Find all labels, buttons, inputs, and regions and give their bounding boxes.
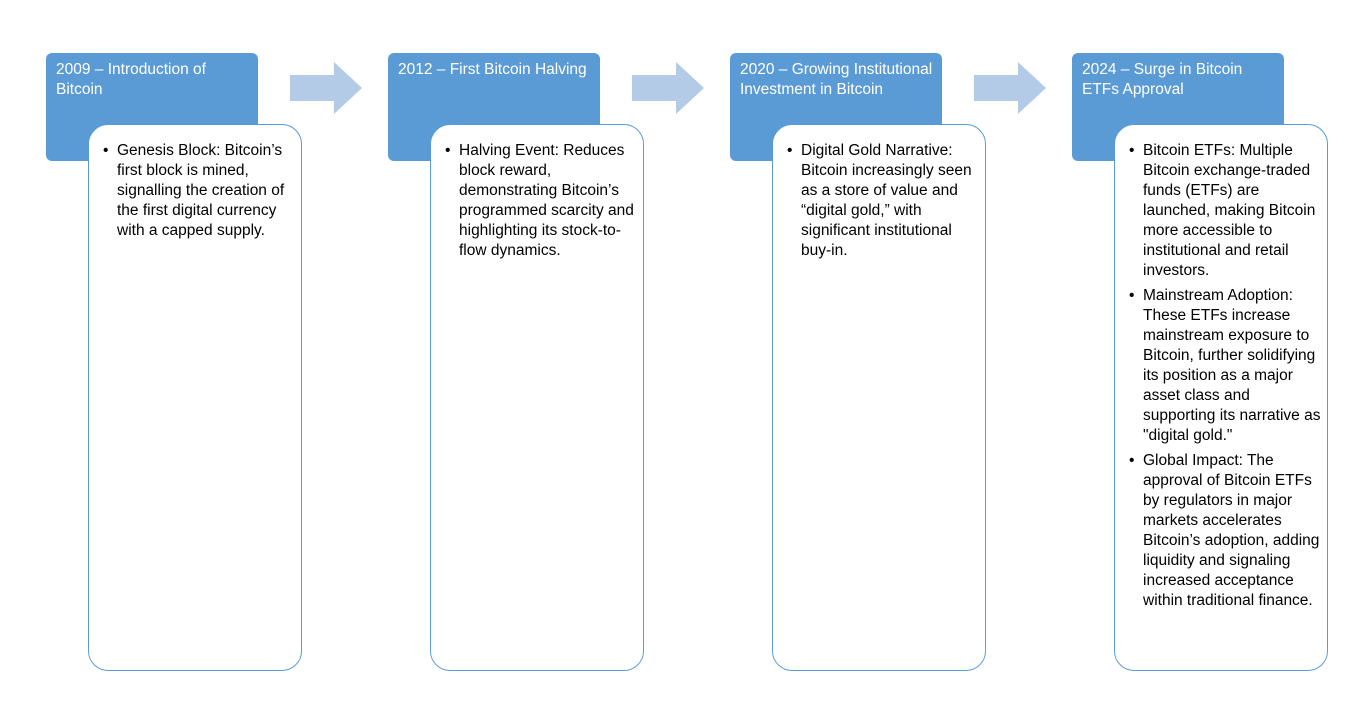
bullet-item: Bitcoin ETFs: Multiple Bitcoin exchange-… — [1129, 141, 1321, 281]
bullet-list: Bitcoin ETFs: Multiple Bitcoin exchange-… — [1129, 141, 1321, 611]
timeline-stage-2020: 2020 – Growing Institutional Investment … — [730, 53, 986, 671]
timeline-stage-2009: 2009 – Introduction of Bitcoin Genesis B… — [46, 53, 302, 671]
stage-detail-card: Bitcoin ETFs: Multiple Bitcoin exchange-… — [1114, 124, 1328, 671]
bullet-item: Genesis Block: Bitcoin’s first block is … — [103, 141, 295, 241]
bullet-list: Halving Event: Reduces block reward, dem… — [445, 141, 637, 261]
bullet-item: Halving Event: Reduces block reward, dem… — [445, 141, 637, 261]
right-arrow-icon — [632, 62, 704, 114]
stage-detail-card: Genesis Block: Bitcoin’s first block is … — [88, 124, 302, 671]
stage-detail-card: Digital Gold Narrative: Bitcoin increasi… — [772, 124, 986, 671]
bullet-item: Mainstream Adoption: These ETFs increase… — [1129, 286, 1321, 446]
stage-detail-card: Halving Event: Reduces block reward, dem… — [430, 124, 644, 671]
bullet-item: Global Impact: The approval of Bitcoin E… — [1129, 451, 1321, 611]
right-arrow-icon — [974, 62, 1046, 114]
bullet-list: Digital Gold Narrative: Bitcoin increasi… — [787, 141, 979, 261]
right-arrow-icon — [290, 62, 362, 114]
timeline-stage-2024: 2024 – Surge in Bitcoin ETFs Approval Bi… — [1072, 53, 1328, 671]
bullet-list: Genesis Block: Bitcoin’s first block is … — [103, 141, 295, 241]
bullet-item: Digital Gold Narrative: Bitcoin increasi… — [787, 141, 979, 261]
timeline-stage-2012: 2012 – First Bitcoin Halving Halving Eve… — [388, 53, 644, 671]
